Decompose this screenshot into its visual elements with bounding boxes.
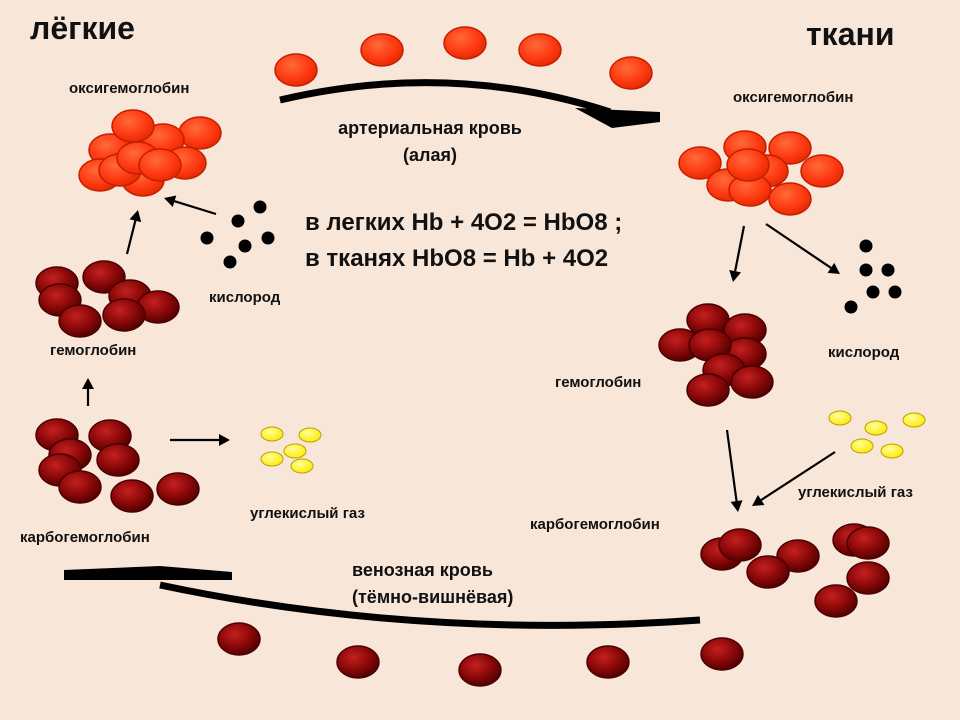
arrow-hemoglobin-to-oxy bbox=[125, 210, 142, 255]
oxyhemoglobin-cluster-left bbox=[78, 109, 222, 197]
deoxygenated-cell bbox=[776, 539, 820, 573]
oxygen-left bbox=[200, 200, 275, 269]
deoxygenated-cell bbox=[686, 373, 730, 407]
hemoglobin-cluster-left bbox=[35, 260, 180, 338]
oxygen-molecule bbox=[231, 214, 245, 228]
co2-molecule bbox=[850, 438, 874, 454]
co2-molecule bbox=[298, 427, 322, 443]
co2-left bbox=[260, 426, 322, 474]
deoxygenated-cell bbox=[102, 298, 146, 332]
oxygenated-cell bbox=[274, 53, 318, 87]
deoxygenated-cell bbox=[846, 561, 890, 595]
deoxygenated-cell bbox=[58, 304, 102, 338]
deoxygenated-cell bbox=[586, 645, 630, 679]
co2-label-right: углекислый газ bbox=[798, 484, 913, 501]
oxygenated-cell bbox=[800, 154, 844, 188]
arrows-layer bbox=[64, 79, 840, 629]
lungs-title: лёгкие bbox=[30, 10, 135, 46]
arrow-hemoglobin-to-carbo-right bbox=[725, 429, 743, 512]
co2-molecule bbox=[828, 410, 852, 426]
co2-molecule bbox=[902, 412, 926, 428]
oxygenated-cell bbox=[768, 131, 812, 165]
arrow-co2-release bbox=[170, 434, 230, 446]
hemoglobin-label-left: гемоглобин bbox=[50, 342, 137, 359]
oxygen-molecule bbox=[844, 300, 858, 314]
carbohemoglobin-cluster-right bbox=[700, 523, 890, 618]
carbohemoglobin-cluster-left bbox=[35, 418, 200, 513]
oxyhemoglobin-label-left: оксигемоглобин bbox=[69, 80, 190, 97]
oxyhemoglobin-label-right: оксигемоглобин bbox=[733, 89, 854, 106]
oxygenated-cell bbox=[111, 109, 155, 143]
arterial-blood-label: артериальная кровь bbox=[338, 118, 522, 138]
oxygen-molecule bbox=[223, 255, 237, 269]
oxygen-molecule bbox=[238, 239, 252, 253]
co2-right bbox=[828, 410, 926, 459]
equation-tissues: в тканях HbO8 = Hb + 4O2 bbox=[305, 245, 609, 272]
deoxygenated-cell bbox=[110, 479, 154, 513]
deoxygenated-cell bbox=[58, 470, 102, 504]
deoxygenated-cell bbox=[336, 645, 380, 679]
deoxygenated-cell bbox=[846, 526, 890, 560]
co2-molecule bbox=[260, 426, 284, 442]
arrow-oxy-to-hemoglobin-right bbox=[729, 225, 746, 282]
venous-flow-arrow bbox=[64, 566, 701, 629]
cells-layer bbox=[35, 26, 926, 687]
arrow-oxygen-release bbox=[765, 223, 840, 274]
arterial-flow-arrow bbox=[279, 79, 660, 128]
deoxygenated-cell bbox=[718, 528, 762, 562]
venous-blood-color: (тёмно-вишнёвая) bbox=[352, 587, 514, 607]
oxygen-molecule bbox=[200, 231, 214, 245]
oxygenated-cell bbox=[726, 148, 770, 182]
oxygen-label-left: кислород bbox=[209, 289, 281, 306]
oxygen-molecule bbox=[859, 239, 873, 253]
co2-molecule bbox=[260, 451, 284, 467]
hemoglobin-label-right: гемоглобин bbox=[555, 374, 642, 391]
oxygen-molecule bbox=[866, 285, 880, 299]
co2-label-left: углекислый газ bbox=[250, 505, 365, 522]
arrow-carbo-to-hemoglobin bbox=[82, 378, 94, 406]
oxyhemoglobin-cluster-right bbox=[678, 130, 844, 216]
co2-molecule bbox=[880, 443, 904, 459]
deoxygenated-cell bbox=[700, 637, 744, 671]
venous-blood-label: венозная кровь bbox=[352, 560, 493, 580]
oxygenated-cell bbox=[138, 148, 182, 182]
oxygen-label-right: кислород bbox=[828, 344, 900, 361]
arrow-co2-uptake bbox=[752, 451, 836, 506]
oxygenated-cell bbox=[518, 33, 562, 67]
co2-molecule bbox=[283, 443, 307, 459]
carbohemoglobin-label-left: карбогемоглобин bbox=[20, 529, 150, 546]
deoxygenated-cell bbox=[746, 555, 790, 589]
oxygenated-cell bbox=[178, 116, 222, 150]
oxygen-molecule bbox=[888, 285, 902, 299]
oxygenated-cell bbox=[768, 182, 812, 216]
deoxygenated-cell bbox=[814, 584, 858, 618]
deoxygenated-cell bbox=[156, 472, 200, 506]
oxygen-molecule bbox=[261, 231, 275, 245]
equation-lungs: в легких Hb + 4O2 = HbO8 ; bbox=[305, 209, 623, 236]
venous-bottom-cells bbox=[217, 622, 744, 687]
arterial-blood-color: (алая) bbox=[403, 145, 457, 165]
carbohemoglobin-label-right: карбогемоглобин bbox=[530, 516, 660, 533]
deoxygenated-cell bbox=[96, 443, 140, 477]
deoxygenated-cell bbox=[458, 653, 502, 687]
deoxygenated-cell bbox=[730, 365, 774, 399]
deoxygenated-cell bbox=[217, 622, 261, 656]
oxygen-molecule bbox=[859, 263, 873, 277]
oxygenated-cell bbox=[609, 56, 653, 90]
oxygenated-cell bbox=[678, 146, 722, 180]
arterial-top-cells bbox=[274, 26, 653, 90]
hemoglobin-cluster-right bbox=[658, 303, 774, 407]
oxygen-molecule bbox=[881, 263, 895, 277]
oxygenated-cell bbox=[443, 26, 487, 60]
co2-molecule bbox=[864, 420, 888, 436]
arrow-oxygen-to-oxy bbox=[164, 195, 217, 216]
co2-molecule bbox=[290, 458, 314, 474]
oxygenated-cell bbox=[360, 33, 404, 67]
oxygen-right bbox=[844, 239, 902, 314]
oxygen-molecule bbox=[253, 200, 267, 214]
tissues-title: ткани bbox=[806, 16, 895, 52]
